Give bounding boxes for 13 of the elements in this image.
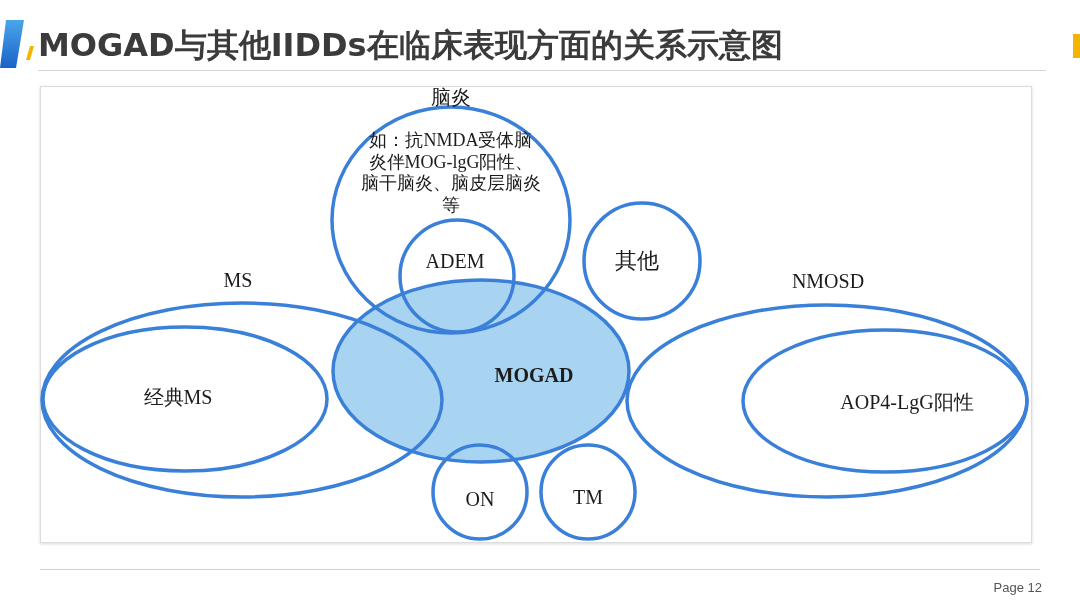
set-label: TM [573, 485, 603, 509]
set-label: ADEM [425, 249, 485, 273]
set-heading: MS [223, 268, 253, 292]
set-heading: 脑炎 [431, 85, 471, 109]
slide-title: MOGAD与其他IIDDs在临床表现方面的关系示意图 [38, 25, 783, 65]
set-heading: NMOSD [791, 269, 865, 293]
set-label: 经典MS [143, 385, 213, 409]
set-label: 其他 [615, 248, 659, 274]
set-label: AOP4-LgG阳性 [840, 390, 974, 414]
set-label: MOGAD [494, 363, 574, 387]
page-number: Page 12 [993, 580, 1042, 595]
example-text: 如：抗NMDA受体脑炎伴MOG-lgG阳性、脑干脑炎、脑皮层脑炎等 [361, 129, 541, 217]
set-label: ON [465, 487, 495, 511]
